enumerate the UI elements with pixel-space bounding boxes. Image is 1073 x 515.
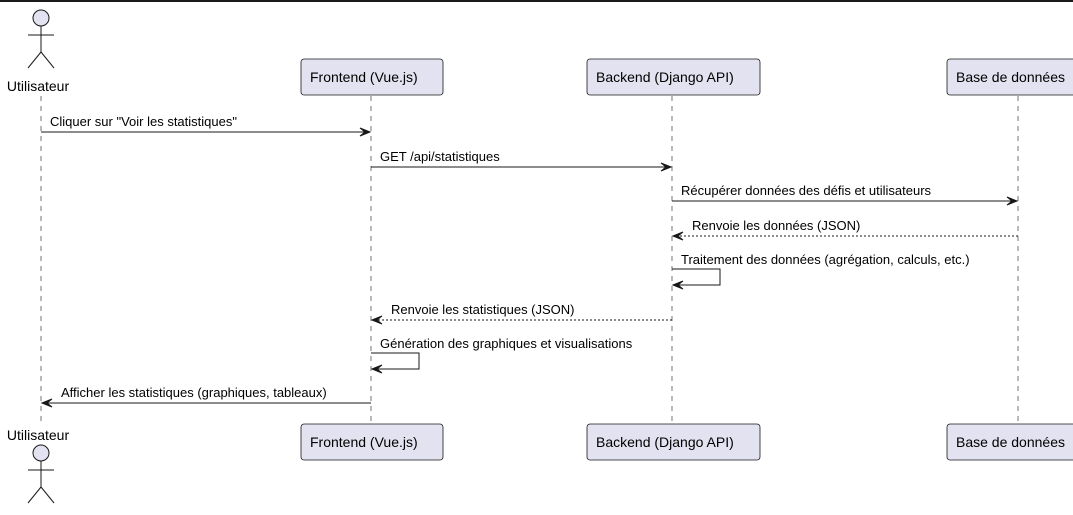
participant-label-top-back: Backend (Django API) <box>596 69 734 85</box>
message-1: Cliquer sur "Voir les statistiques" <box>41 114 372 137</box>
participant-label-bottom-user: Utilisateur <box>7 427 70 443</box>
participant-label-bottom-front: Frontend (Vue.js) <box>310 434 418 450</box>
message-label: Traitement des données (agrégation, calc… <box>681 252 970 267</box>
participant-box-top-db: Base de données <box>946 58 1073 96</box>
participant-box-bottom-back: Backend (Django API) <box>586 423 761 461</box>
participant-box-bottom-front: Frontend (Vue.js) <box>300 423 444 461</box>
message-line <box>371 352 420 370</box>
participant-label-bottom-db: Base de données <box>956 434 1065 450</box>
participant-label-top-user: Utilisateur <box>7 78 70 94</box>
arrowhead-icon <box>370 364 383 374</box>
message-label: Renvoie les statistiques (JSON) <box>391 302 575 317</box>
message-4: Renvoie les données (JSON) <box>671 218 1018 241</box>
message-label: Afficher les statistiques (graphiques, t… <box>61 385 327 400</box>
message-3: Récupérer données des défis et utilisate… <box>672 183 1019 206</box>
message-6: Renvoie les statistiques (JSON) <box>370 302 672 325</box>
message-label: Génération des graphiques et visualisati… <box>380 336 633 351</box>
participant-label-bottom-back: Backend (Django API) <box>596 434 734 450</box>
message-label: Récupérer données des défis et utilisate… <box>681 183 932 198</box>
actor-head-icon <box>32 9 50 27</box>
participant-label-top-db: Base de données <box>956 69 1065 85</box>
message-8: Afficher les statistiques (graphiques, t… <box>40 385 371 408</box>
arrowhead-icon <box>1006 196 1019 206</box>
arrowhead-icon <box>370 315 383 325</box>
actor-bottom-user <box>27 444 55 504</box>
message-7: Génération des graphiques et visualisati… <box>370 336 633 374</box>
message-label: GET /api/statistiques <box>380 149 500 164</box>
participant-box-top-front: Frontend (Vue.js) <box>300 58 444 96</box>
participant-box-bottom-db: Base de données <box>946 423 1073 461</box>
message-label: Cliquer sur "Voir les statistiques" <box>50 114 237 129</box>
arrowhead-icon <box>660 162 673 172</box>
arrowhead-icon <box>359 127 372 137</box>
arrowhead-icon <box>40 398 53 408</box>
top-border <box>0 0 1073 2</box>
actor-head-icon <box>32 444 50 462</box>
message-label: Renvoie les données (JSON) <box>692 218 860 233</box>
message-5: Traitement des données (agrégation, calc… <box>671 252 970 290</box>
arrowhead-icon <box>671 231 684 241</box>
participant-box-top-back: Backend (Django API) <box>586 58 761 96</box>
message-2: GET /api/statistiques <box>371 149 673 172</box>
arrowhead-icon <box>671 280 684 290</box>
actor-top-user <box>27 9 55 69</box>
message-line <box>672 268 721 286</box>
participant-label-top-front: Frontend (Vue.js) <box>310 69 418 85</box>
